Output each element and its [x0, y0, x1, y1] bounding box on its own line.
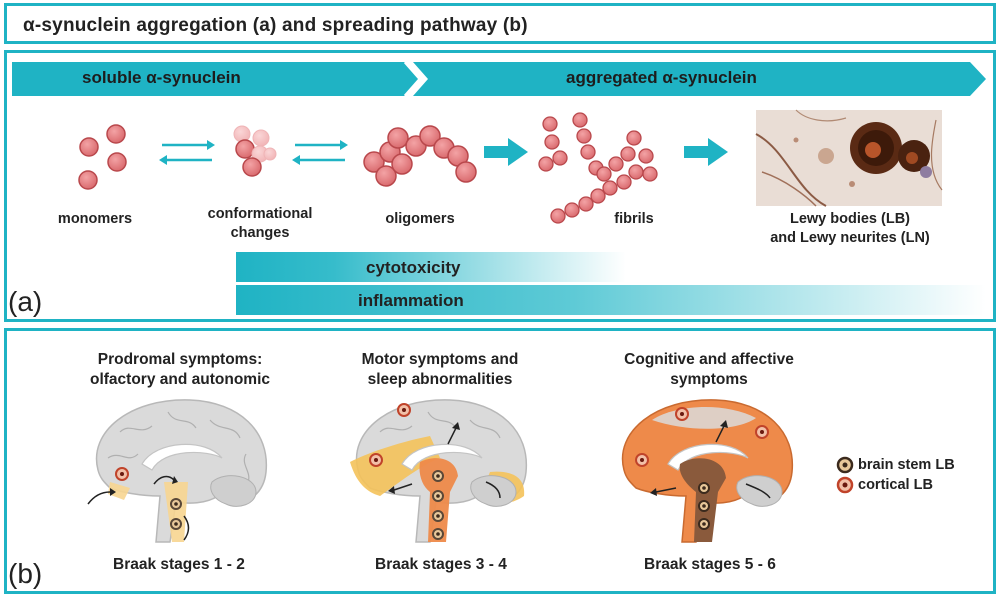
fibrils-graphic [538, 112, 658, 224]
legend-cortical-icon [836, 476, 854, 494]
equilibrium-arrows-2 [292, 140, 348, 165]
panel-a-letter: (a) [8, 286, 43, 317]
stage-label-1: Braak stages 1 - 2 [113, 556, 245, 573]
heading-1-line-2: olfactory and autonomic [90, 371, 270, 388]
banner-soluble: soluble α-synuclein [82, 68, 241, 87]
lewy-bodies-micrograph [755, 109, 943, 207]
brain-stage-1-2 [87, 399, 268, 543]
inflammation-label: inflammation [358, 291, 464, 310]
cytotoxicity-bar [236, 252, 626, 282]
heading-2-line-1: Motor symptoms and [361, 351, 519, 368]
monomers-graphic [78, 124, 127, 190]
heading-3-line-2: symptoms [670, 371, 748, 388]
stage-label-3: Braak stages 5 - 6 [644, 556, 776, 573]
gradient-bars [236, 252, 986, 315]
oligomers-graphic [363, 125, 477, 187]
label-fibrils: fibrils [614, 211, 654, 227]
figure-title: α-synuclein aggregation (a) and spreadin… [23, 15, 528, 36]
title-box: α-synuclein aggregation (a) and spreadin… [4, 3, 996, 44]
equilibrium-arrows-1 [159, 140, 215, 165]
arrow-to-lewy [684, 138, 728, 166]
heading-2-line-2: sleep abnormalities [367, 371, 513, 388]
label-lewy-1: Lewy bodies (LB) [789, 211, 911, 227]
label-conformational-2: changes [230, 225, 290, 241]
legend-cortical-label: cortical LB [858, 477, 933, 493]
label-oligomers: oligomers [385, 211, 455, 227]
arrow-to-fibrils [484, 138, 528, 166]
brain-stage-5-6 [621, 399, 794, 543]
heading-3-line-1: Cognitive and affective [624, 351, 794, 368]
label-conformational-1: conformational [207, 206, 313, 222]
banner-aggregated: aggregated α-synuclein [566, 68, 757, 87]
brain-stage-3-4 [350, 399, 528, 543]
heading-1-line-1: Prodromal symptoms: [97, 351, 263, 368]
panel-b-letter: (b) [8, 558, 43, 589]
label-monomers: monomers [57, 211, 133, 227]
label-lewy-2: and Lewy neurites (LN) [770, 230, 930, 246]
conformational-graphic [233, 125, 277, 177]
legend-brainstem-label: brain stem LB [858, 457, 955, 473]
cytotoxicity-label: cytotoxicity [366, 258, 461, 277]
stage-label-2: Braak stages 3 - 4 [375, 556, 507, 573]
legend-brainstem-icon [836, 456, 854, 474]
inflammation-bar [236, 285, 986, 315]
